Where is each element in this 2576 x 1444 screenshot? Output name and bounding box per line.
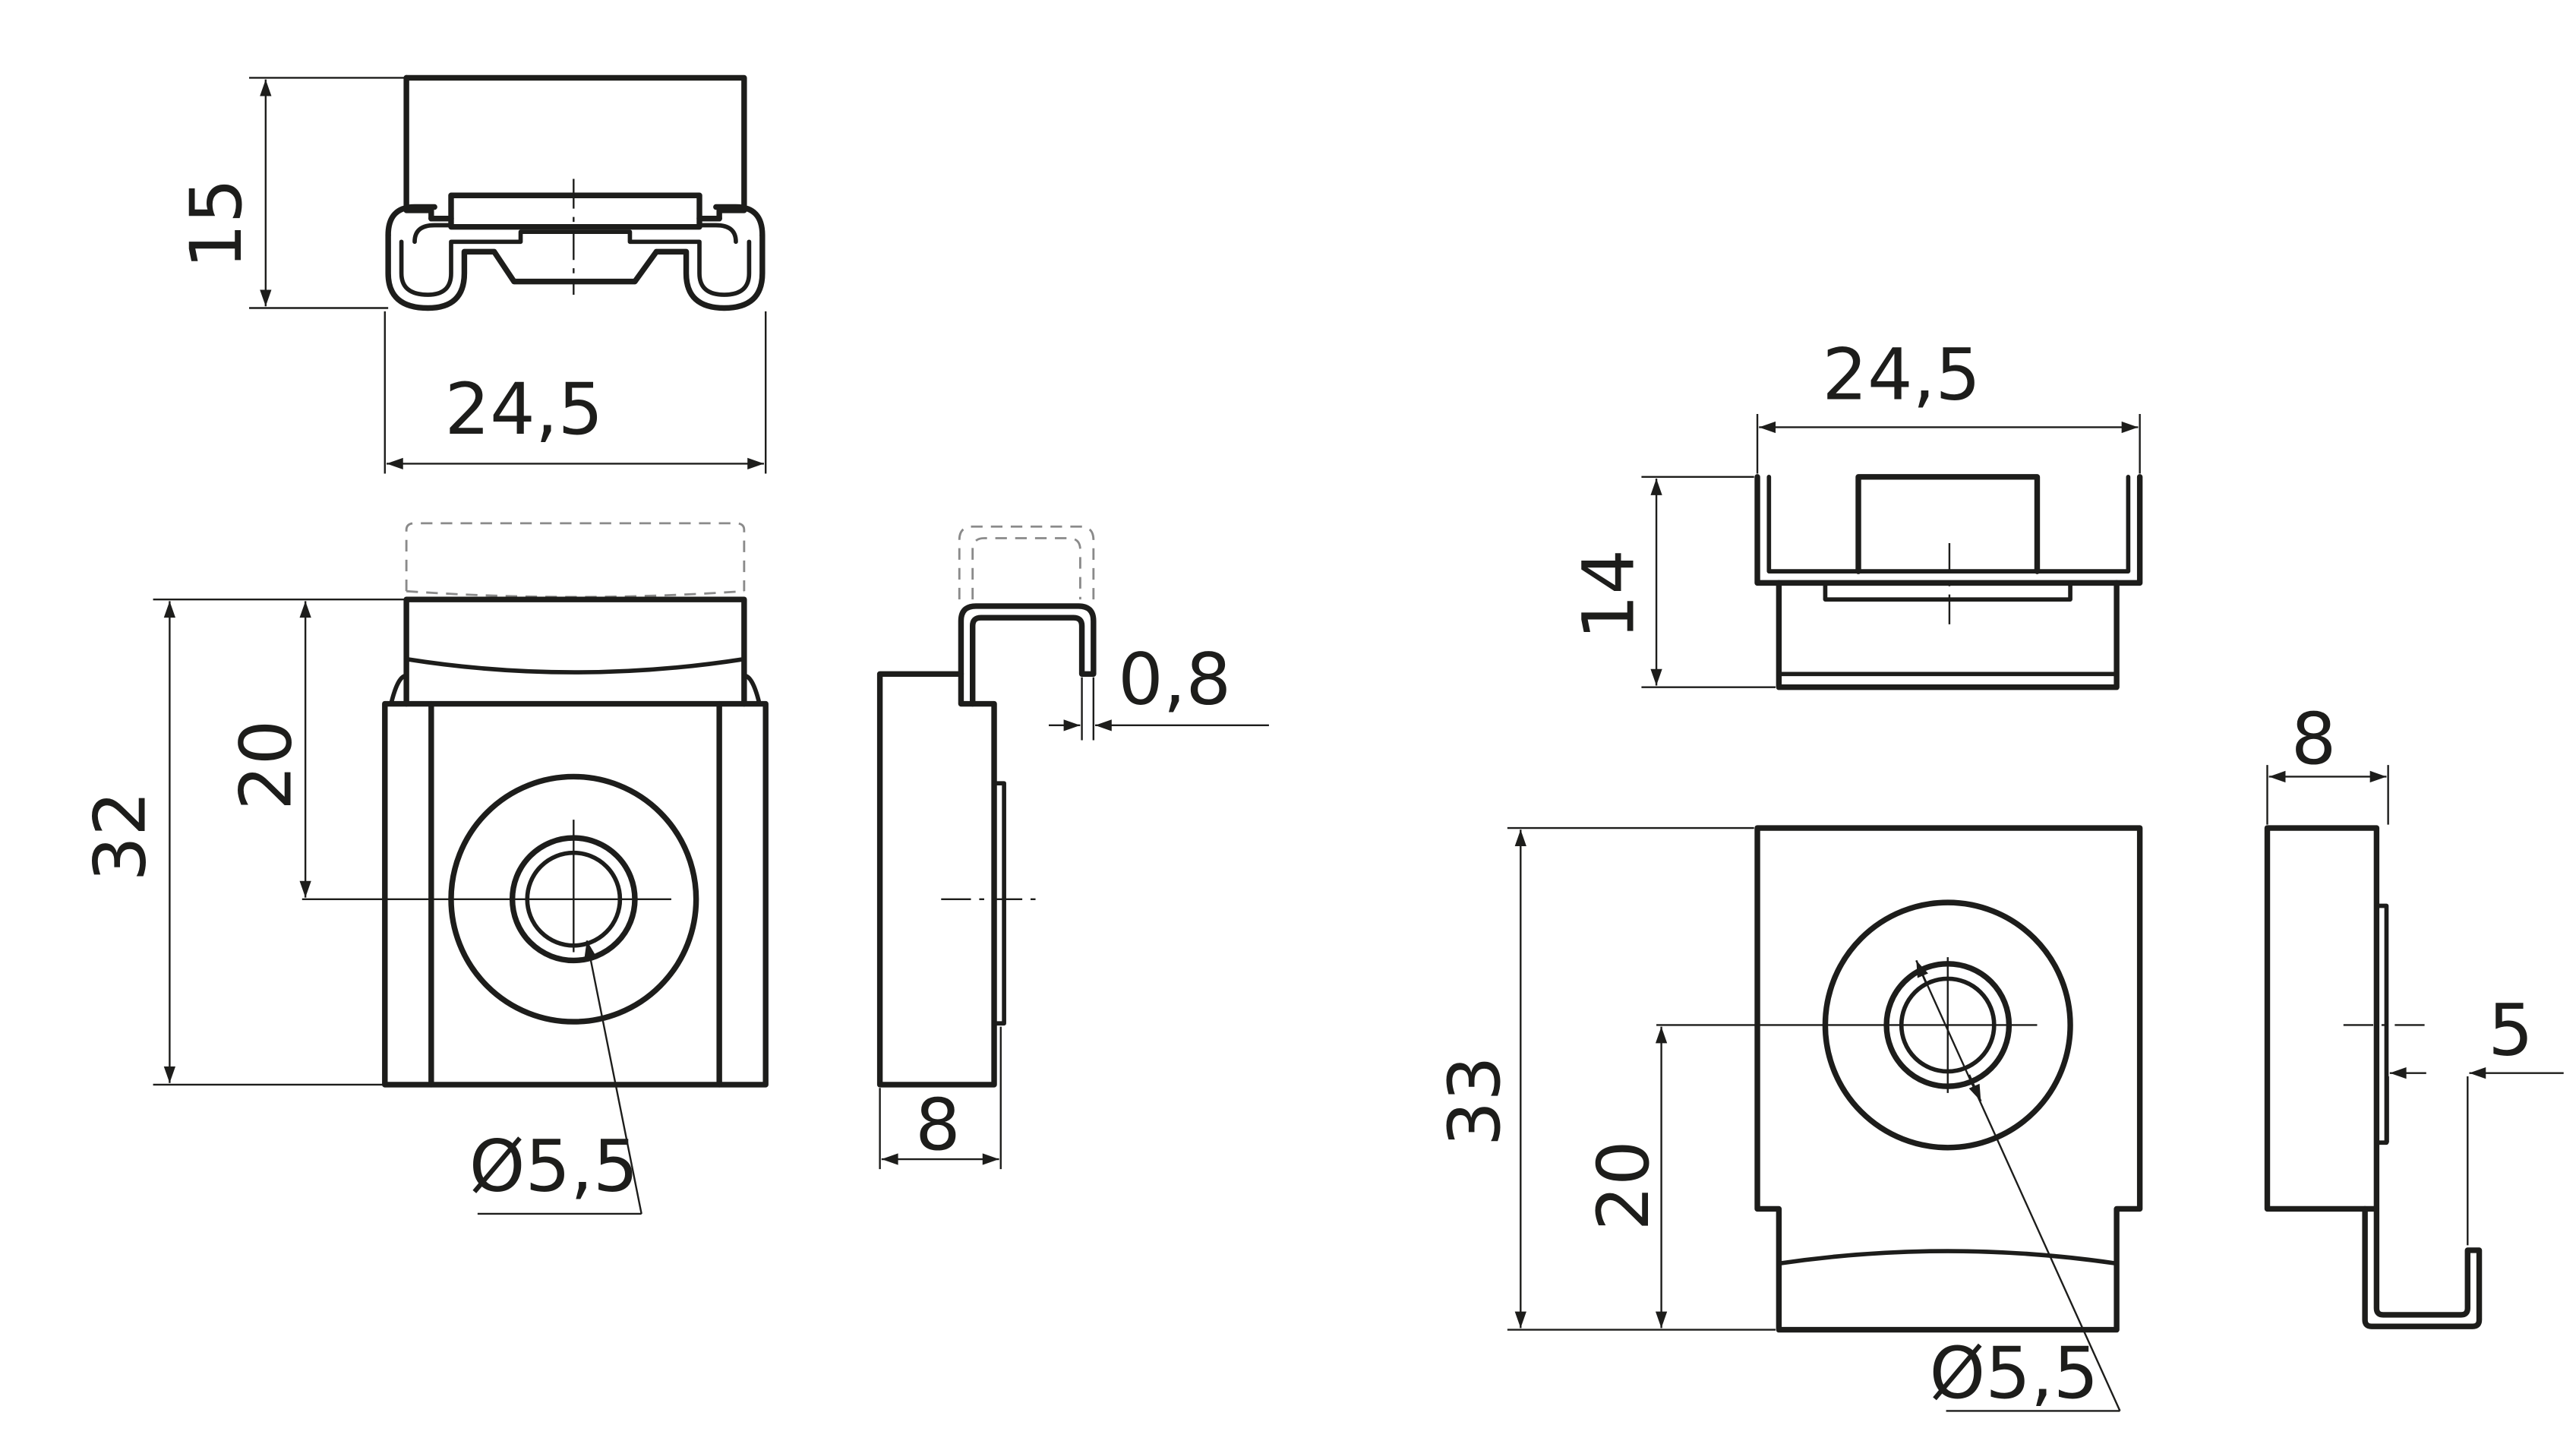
view2-total-height-label: 32 [80,791,163,881]
view4-height-label: 14 [1568,549,1651,640]
view2-front-view [153,522,769,1215]
view6-hole-diameter-label: Ø5,5 [1930,1332,2099,1415]
view6-total-height-label: 33 [1434,1056,1517,1146]
view3-side-view [876,525,1269,1170]
view6-back-view [1507,825,2143,1412]
view2-hole-diameter-label: Ø5,5 [469,1125,639,1208]
view2-center-height-label: 20 [226,720,308,810]
view5-offset-label: 5 [2488,990,2533,1073]
view1-height-label: 15 [175,179,258,269]
view4-end-view [1641,414,2143,690]
view5-depth-label: 8 [2291,698,2337,781]
view3-thickness-label: 0,8 [1118,639,1231,722]
view6-center-height-label: 20 [1583,1140,1665,1231]
view1-end-view [249,74,767,474]
view3-depth-label: 8 [915,1084,961,1167]
view1-width-label: 24,5 [445,368,604,451]
view5-side-view [2264,765,2564,1329]
view4-width-label: 24,5 [1822,333,1981,416]
